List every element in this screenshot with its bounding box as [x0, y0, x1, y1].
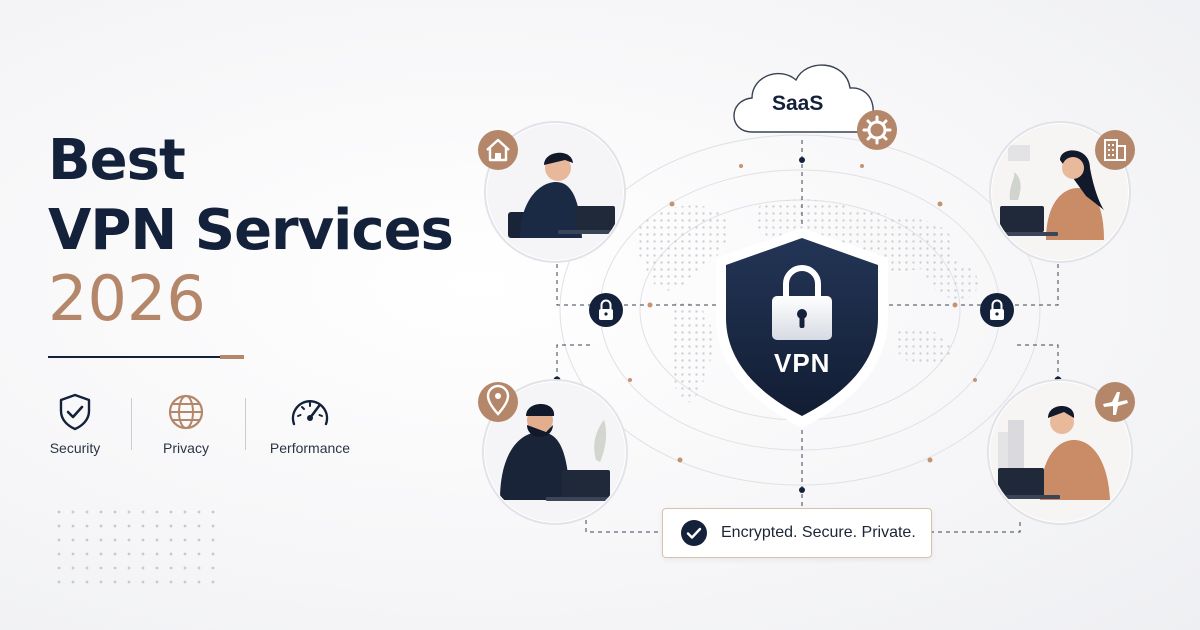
decorative-dot-grid — [52, 505, 222, 585]
cloud-label: SaaS — [772, 92, 824, 115]
status-banner: Encrypted. Secure. Private. — [662, 508, 932, 558]
office-building-badge — [1095, 130, 1135, 170]
shield-label: VPN — [774, 348, 831, 378]
feature-separator — [245, 398, 246, 450]
feature-separator — [131, 398, 132, 450]
home-badge — [478, 130, 518, 170]
connector-lines — [556, 140, 1059, 533]
feature-label-security: Security — [49, 440, 101, 456]
user-travel-working — [987, 379, 1133, 525]
user-home-working — [484, 121, 626, 263]
headline-line-2: VPN Services — [48, 198, 454, 263]
headline-year: 2026 — [48, 262, 206, 335]
airplane-badge — [1095, 382, 1135, 422]
shield-check-icon — [59, 393, 91, 431]
feature-performance: Performance — [265, 392, 355, 456]
accent-dots — [628, 164, 977, 463]
feature-security: Security — [30, 392, 120, 456]
feature-label-privacy: Privacy — [163, 440, 209, 456]
vpn-shield — [716, 228, 888, 428]
gear-badge — [857, 110, 897, 150]
user-office-working — [989, 121, 1131, 263]
feature-label-performance: Performance — [269, 440, 351, 456]
status-text: Encrypted. Secure. Private. — [721, 524, 916, 541]
divider-accent — [220, 355, 244, 359]
saas-cloud — [733, 64, 874, 133]
headline-line-1: Best — [48, 128, 186, 193]
lock-node-left — [589, 293, 623, 327]
globe-icon — [168, 394, 204, 430]
location-pin-badge — [478, 382, 518, 422]
speedometer-icon — [291, 400, 329, 426]
feature-privacy: Privacy — [141, 392, 231, 456]
lock-node-right — [980, 293, 1014, 327]
check-circle-icon — [681, 520, 707, 546]
divider — [48, 355, 244, 359]
